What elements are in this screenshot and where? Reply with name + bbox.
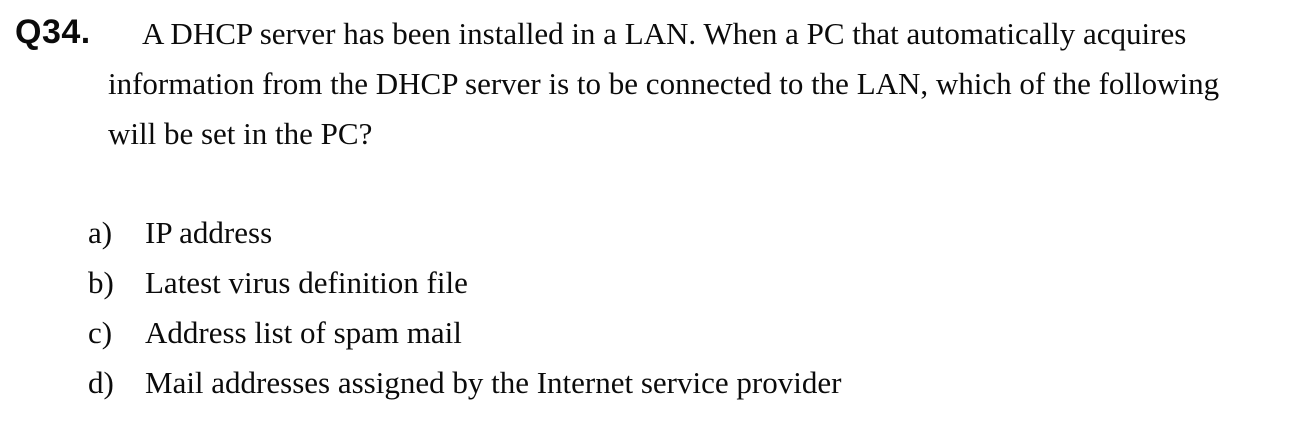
- option-letter-d: d): [88, 365, 114, 400]
- question-text: A DHCP server has been installed in a LA…: [108, 9, 1219, 159]
- option-row-d: d) Mail addresses assigned by the Interne…: [88, 358, 841, 408]
- option-text-c: Address list of spam mail: [145, 315, 462, 350]
- option-row-b: b) Latest virus definition file: [88, 258, 841, 308]
- option-text-a: IP address: [145, 215, 273, 250]
- option-text-d: Mail addresses assigned by the Internet …: [145, 365, 842, 400]
- option-letter-a: a): [88, 215, 113, 250]
- option-row-a: a) IP address: [88, 208, 841, 258]
- question-text-line-3: will be set in the PC?: [108, 116, 373, 151]
- options-list: a) IP address b) Latest virus definition f…: [88, 208, 841, 408]
- question-text-line-2: information from the DHCP server is to b…: [108, 66, 1220, 101]
- option-letter-b: b): [88, 265, 114, 300]
- question-text-line-1: A DHCP server has been installed in a LA…: [142, 16, 1187, 51]
- option-letter-c: c): [88, 315, 113, 350]
- option-row-c: c) Address list of spam mail: [88, 308, 841, 358]
- question-number: Q34.: [15, 13, 91, 51]
- option-text-b: Latest virus definition file: [145, 265, 468, 300]
